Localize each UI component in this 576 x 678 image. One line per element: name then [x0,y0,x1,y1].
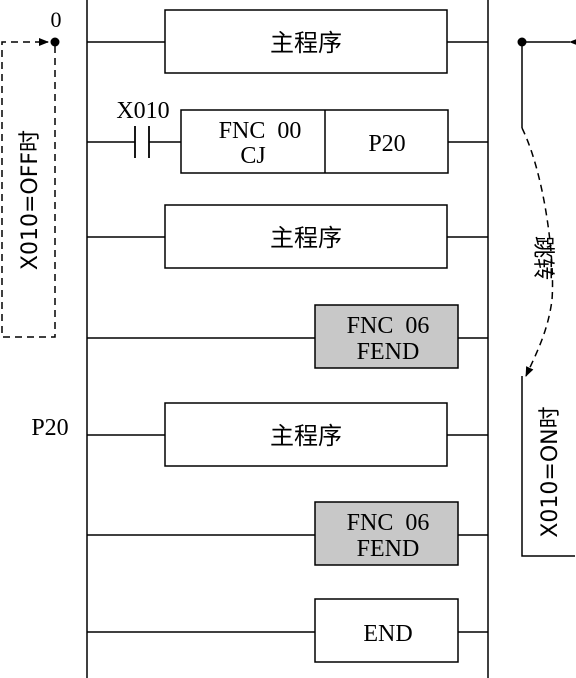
rung-1: 主程序 [87,9,488,74]
on-note-label: X010=ON时 [538,406,563,537]
main-program-box-1 [164,9,448,74]
rung-4: FNC 06 FEND [87,304,488,369]
main-program-label-2: 主程序 [270,224,342,252]
fend-2-fnc-label: FNC 06 [347,510,430,536]
end-box [314,598,459,663]
step-zero-dot [50,37,60,47]
off-path-dashed-loop [1,38,56,338]
main-program-label-1: 主程序 [270,29,342,57]
on-path-bottom-bracket [521,376,575,557]
cj-fnc-label: FNC 00 [219,118,302,144]
rung-5: P20 主程序 [31,402,488,467]
off-note-label: X010=OFF时 [18,130,43,270]
on-path-annotation: 跳转 X010=ON时 [517,37,576,557]
cj-pointer-label: P20 [368,131,405,157]
main-program-label-3: 主程序 [270,422,342,450]
end-label: END [363,621,412,647]
off-path-annotation: 0 X010=OFF时 [1,7,62,338]
on-path-top-bracket [521,38,576,128]
fend-2-mnemonic-label: FEND [357,536,420,562]
rung-6: FNC 06 FEND [87,501,488,566]
rung-2: X010 FNC 00 CJ P20 [87,98,488,174]
jump-label: 跳转 [530,236,555,280]
pointer-p20-label: P20 [31,415,68,441]
step-zero-label: 0 [51,7,62,32]
fend-1-fnc-label: FNC 06 [347,313,430,339]
fend-1-mnemonic-label: FEND [357,339,420,365]
fend-box-2 [314,501,459,566]
main-program-box-3 [164,402,448,467]
contact-x010-label: X010 [116,98,169,124]
cj-mnemonic-label: CJ [240,143,265,169]
fend-box-1 [314,304,459,369]
rung-7: END [87,598,488,663]
rung-3: 主程序 [87,204,488,269]
cj-instruction-box [180,109,449,174]
